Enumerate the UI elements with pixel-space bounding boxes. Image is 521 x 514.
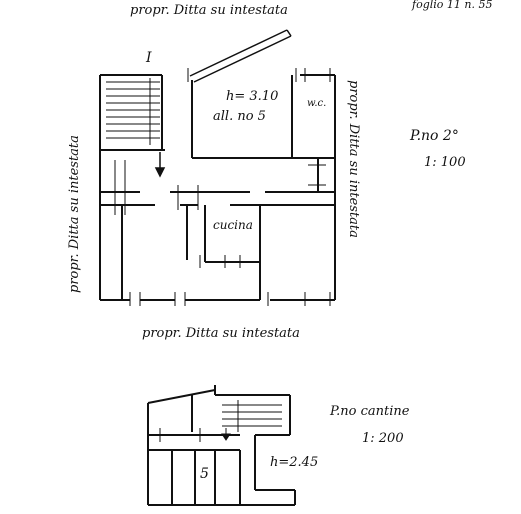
floor-plan-walls	[99, 74, 336, 301]
roof-slope	[189, 29, 292, 83]
top-neighbor-label: propr. Ditta su intestata	[130, 3, 288, 18]
cellar-plan-walls	[147, 385, 296, 506]
left-neighbor-label: propr. Ditta su intestata	[67, 135, 82, 293]
kitchen-label: cucina	[213, 218, 253, 232]
room-height-label: h= 3.10	[226, 89, 278, 104]
cellar-plan-title: P.no cantine	[329, 404, 410, 419]
cellar-marks	[159, 428, 231, 442]
bottom-neighbor-label: propr. Ditta su intestata	[142, 326, 300, 341]
floor-plan-scale: 1: 100	[424, 155, 466, 170]
cellar-plan-scale: 1: 200	[362, 431, 404, 446]
dimension-ticks	[114, 68, 331, 306]
stair-arrow	[154, 152, 166, 178]
cellar-height-label: h=2.45	[270, 455, 318, 470]
sheet-reference: foglio 11 n. 55	[411, 0, 492, 11]
right-neighbor-label: propr. Ditta su intestata	[346, 80, 361, 238]
floor-plan-title: P.no 2°	[409, 128, 459, 144]
allotment-label: all. no 5	[213, 109, 266, 124]
cellar-number: 5	[200, 466, 209, 482]
wc-label: w.c.	[307, 98, 326, 109]
cellar-stairs	[222, 400, 282, 432]
stair-mark: I	[145, 50, 152, 66]
stair-treads	[106, 78, 160, 145]
